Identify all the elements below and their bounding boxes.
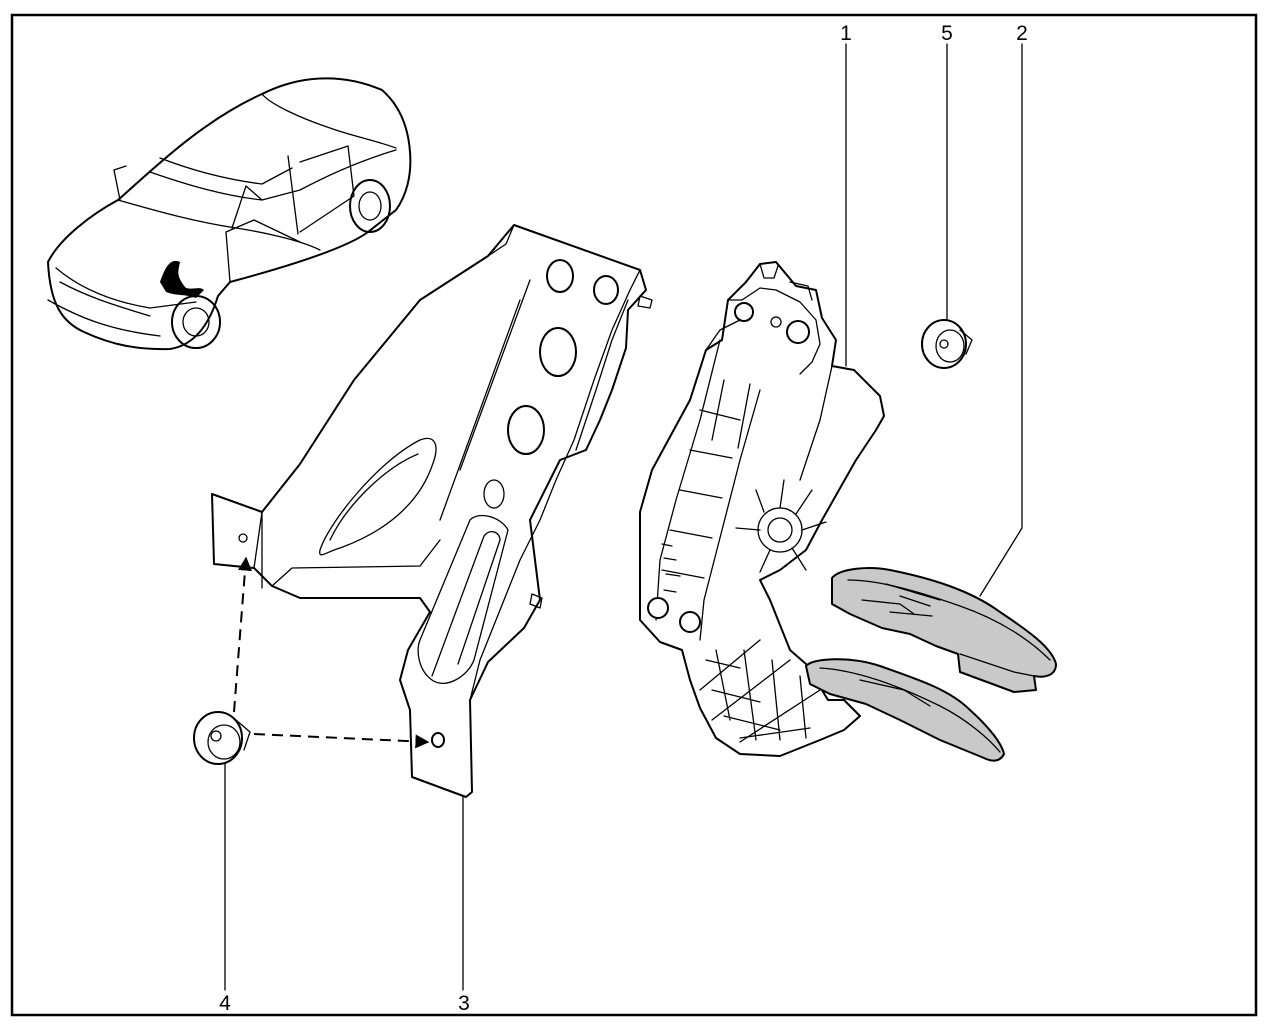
assembly-arrow-to-tab (233, 556, 252, 713)
leader-lines (224, 43, 1023, 991)
callout-2: 2 (1016, 22, 1028, 45)
callout-5: 5 (941, 22, 953, 45)
part-4-clip-nut (193, 711, 251, 765)
part-1-accelerator-pedal (639, 261, 885, 757)
part-5-clip-nut (921, 319, 973, 369)
leader-line-2 (979, 43, 1023, 597)
assembly-arrow-to-hole (253, 733, 430, 749)
part-2-pedal-pad (805, 567, 1057, 762)
vehicle-locator-illustration (47, 77, 412, 351)
assembly-arrows (233, 556, 430, 749)
callout-1: 1 (840, 22, 852, 45)
callout-4: 4 (219, 992, 231, 1015)
callout-3: 3 (458, 992, 470, 1015)
diagram-border (10, 13, 1258, 1017)
part-3-pedal-bracket (211, 224, 653, 798)
